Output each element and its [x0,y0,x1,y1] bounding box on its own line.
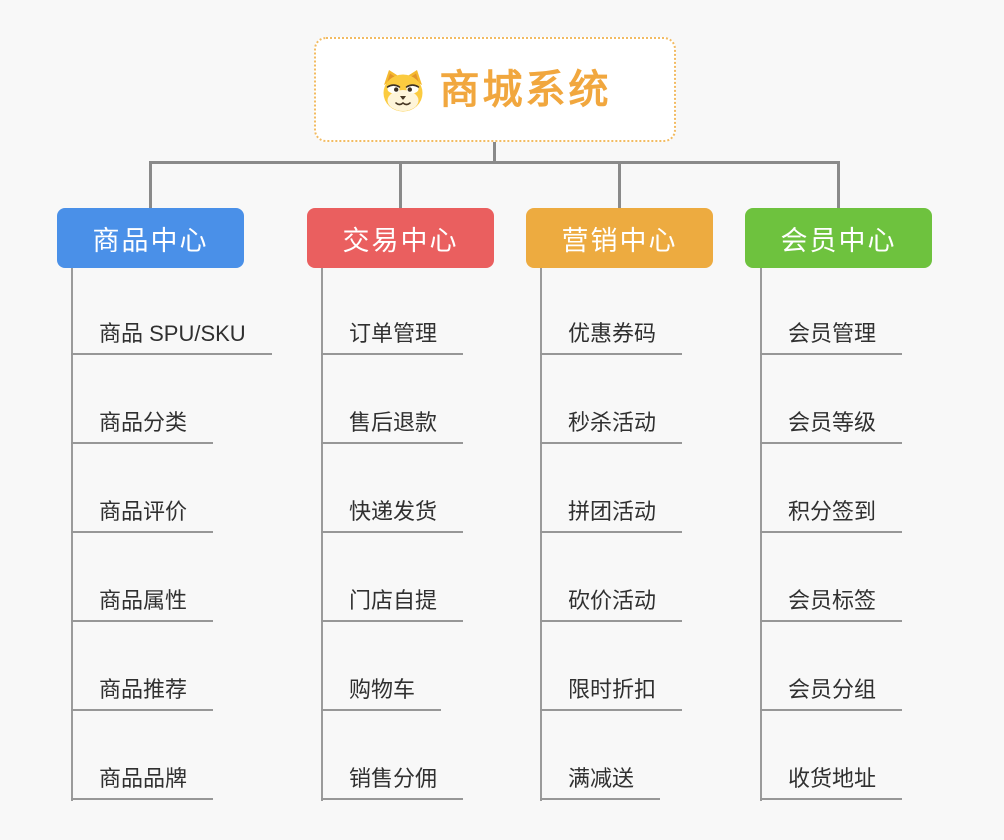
leaf-node[interactable]: 优惠券码 [540,309,683,355]
leaf-node[interactable]: 销售分佣 [321,754,464,800]
leaf-node[interactable]: 商品推荐 [71,665,214,711]
leaf-node[interactable]: 积分签到 [760,487,903,533]
branch-node-product-center[interactable]: 商品中心 [57,208,244,268]
branch-label: 交易中心 [342,225,459,256]
leaf-node[interactable]: 会员标签 [760,576,903,622]
connector-branchline-marketing-center [540,267,542,801]
connector-drop-member-center [837,163,840,209]
leaf-node[interactable]: 商品评价 [71,487,214,533]
leaf-node[interactable]: 收货地址 [760,754,903,800]
connector-drop-marketing-center [618,163,621,209]
leaf-node[interactable]: 商品分类 [71,398,214,444]
connector-branchline-product-center [71,267,73,801]
leaf-node[interactable]: 满减送 [540,754,661,800]
leaf-node[interactable]: 限时折扣 [540,665,683,711]
leaf-node[interactable]: 会员管理 [760,309,903,355]
branch-node-member-center[interactable]: 会员中心 [745,208,932,268]
leaf-node[interactable]: 秒杀活动 [540,398,683,444]
branch-node-marketing-center[interactable]: 营销中心 [526,208,713,268]
leaf-node[interactable]: 商品属性 [71,576,214,622]
connector-drop-trade-center [399,163,402,209]
connector-root-drop [493,140,496,163]
leaf-node[interactable]: 商品 SPU/SKU [71,309,272,355]
shiba-dog-face-icon [379,68,427,112]
branch-label: 营销中心 [561,225,678,256]
connector-bus [149,161,840,164]
root-node[interactable]: 商城系统 [314,37,676,142]
leaf-node[interactable]: 购物车 [321,665,442,711]
branch-label: 会员中心 [780,225,897,256]
branch-node-trade-center[interactable]: 交易中心 [307,208,494,268]
connector-drop-product-center [149,163,152,209]
leaf-node[interactable]: 会员等级 [760,398,903,444]
root-title: 商城系统 [439,67,612,112]
leaf-node[interactable]: 门店自提 [321,576,464,622]
leaf-node[interactable]: 快递发货 [321,487,464,533]
branch-label: 商品中心 [92,225,209,256]
connector-branchline-member-center [760,267,762,801]
leaf-node[interactable]: 会员分组 [760,665,903,711]
leaf-node[interactable]: 拼团活动 [540,487,683,533]
leaf-node[interactable]: 售后退款 [321,398,464,444]
leaf-node[interactable]: 商品品牌 [71,754,214,800]
connector-branchline-trade-center [321,267,323,801]
leaf-node[interactable]: 订单管理 [321,309,464,355]
leaf-node[interactable]: 砍价活动 [540,576,683,622]
